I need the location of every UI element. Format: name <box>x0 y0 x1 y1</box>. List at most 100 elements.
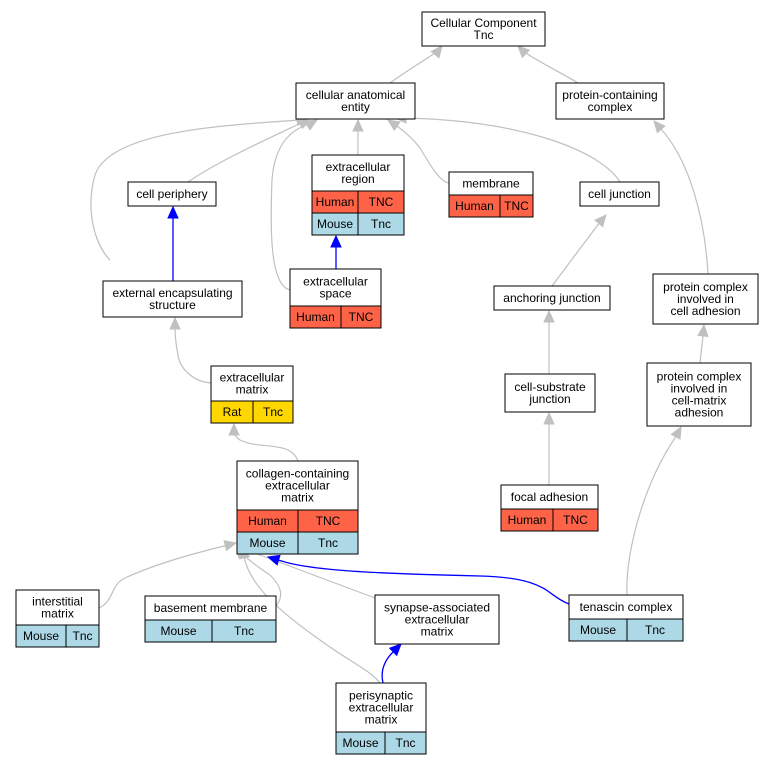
gene-label: Tnc <box>263 405 283 419</box>
edge-line <box>246 548 376 599</box>
arrowhead-icon <box>228 422 240 436</box>
gene-label: Tnc <box>645 623 665 637</box>
gene-label: Tnc <box>72 629 92 643</box>
node-box <box>421 11 546 47</box>
node-label: perisynaptic <box>349 689 413 703</box>
node-label: matrix <box>41 607 74 621</box>
node-label: entity <box>341 100 370 114</box>
node-box <box>374 594 500 645</box>
edge-line <box>174 326 212 384</box>
edge-membrane-to-cae <box>386 119 450 184</box>
species-label: Human <box>508 513 547 527</box>
gene-label: TNC <box>504 199 529 213</box>
species-label: Mouse <box>249 536 285 550</box>
node-box <box>504 373 596 413</box>
edge-line <box>389 50 439 84</box>
node-label: complex <box>588 100 633 114</box>
arrowhead-icon <box>430 45 443 59</box>
node-cellper: cell periphery <box>127 181 217 207</box>
node-label: synapse-associated <box>384 601 490 615</box>
node-celljunc: cell junction <box>579 181 660 207</box>
node-label: involved in <box>677 292 734 306</box>
edge-line <box>233 432 299 462</box>
edge-line <box>381 651 394 684</box>
gene-cell <box>297 531 359 555</box>
node-label: external encapsulating <box>112 286 232 300</box>
edge-pcc-to-root <box>517 45 579 84</box>
node-label: cell-substrate <box>514 380 586 394</box>
node-label: extracellular <box>265 479 330 493</box>
node-ccecm: collagen-containingextracellularmatrixHu… <box>236 460 359 555</box>
node-box <box>295 82 416 120</box>
node-label: tenascin complex <box>580 600 673 614</box>
gene-cell <box>499 194 534 218</box>
edge-ees-to-cellper <box>167 205 179 281</box>
node-label: extracellular <box>303 275 368 289</box>
gene-cell <box>384 731 427 755</box>
node-label: matrix <box>365 713 398 727</box>
gene-cell <box>252 400 294 424</box>
node-box <box>652 273 759 325</box>
edge-anchjunc-to-celljunc <box>551 214 607 287</box>
node-label: focal adhesion <box>511 490 588 504</box>
arrowhead-icon <box>388 643 402 657</box>
edge-ecs-to-cae <box>270 119 319 291</box>
edge-line <box>401 117 621 183</box>
gene-cell <box>340 305 382 329</box>
edge-ecr-to-cae <box>352 118 364 155</box>
edge-csj-to-anchjunc <box>543 309 555 374</box>
arrowhead-icon <box>697 323 709 337</box>
edge-interstitial-to-ccecm <box>98 540 238 609</box>
edge-tenascin-to-ccecm <box>266 554 570 605</box>
species-label: Human <box>248 514 287 528</box>
gene-cell <box>211 619 277 643</box>
node-label: space <box>319 287 351 301</box>
edge-line <box>393 123 450 184</box>
node-label: matrix <box>236 383 269 397</box>
arrowhead-icon <box>266 554 281 566</box>
arrowhead-icon <box>386 119 401 132</box>
node-label: extracellular <box>220 371 285 385</box>
edge-ecs-to-ecr <box>330 234 342 269</box>
species-label: Rat <box>223 405 242 419</box>
arrowhead-icon <box>167 205 179 219</box>
node-label: extracellular <box>349 701 414 715</box>
node-label: junction <box>528 392 570 406</box>
gene-label: TNC <box>563 513 588 527</box>
gene-label: TNC <box>316 514 341 528</box>
species-label: Human <box>316 195 355 209</box>
gene-cell <box>357 212 405 236</box>
node-label: protein complex <box>657 370 742 384</box>
edge-pcicma-to-pcica <box>697 323 709 364</box>
node-label: cellular anatomical <box>306 88 405 102</box>
node-label: protein complex <box>663 280 748 294</box>
gene-label: Tnc <box>371 217 391 231</box>
species-label: Mouse <box>580 623 616 637</box>
species-label: Mouse <box>317 217 353 231</box>
gene-label: TNC <box>349 310 374 324</box>
arrowhead-icon <box>543 309 555 323</box>
node-label: anchoring junction <box>503 291 600 305</box>
species-label: Human <box>296 310 335 324</box>
arrowhead-icon <box>304 119 319 131</box>
node-box <box>493 285 611 311</box>
node-label: adhesion <box>675 406 724 420</box>
species-label: Mouse <box>160 624 196 638</box>
gene-label: Tnc <box>318 536 338 550</box>
